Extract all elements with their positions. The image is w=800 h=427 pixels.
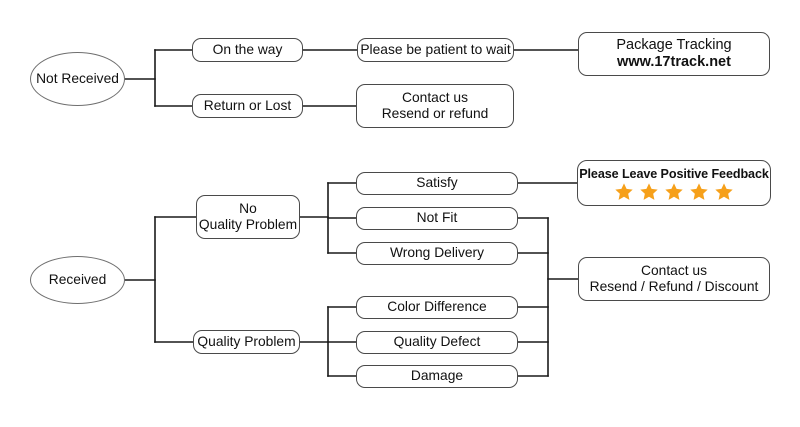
node-package-tracking[interactable]: Package Tracking www.17track.net bbox=[578, 32, 770, 76]
node-on-the-way[interactable]: On the way bbox=[192, 38, 303, 62]
quality-defect-label: Quality Defect bbox=[393, 334, 481, 350]
node-positive-feedback[interactable]: Please Leave Positive Feedback bbox=[577, 160, 771, 206]
node-color-difference[interactable]: Color Difference bbox=[356, 296, 518, 319]
node-no-quality-problem[interactable]: No Quality Problem bbox=[196, 195, 300, 239]
received-label: Received bbox=[48, 271, 107, 287]
node-contact-resend-refund-discount[interactable]: Contact us Resend / Refund / Discount bbox=[578, 257, 770, 301]
node-received: Received bbox=[30, 256, 125, 304]
star-icon[interactable] bbox=[614, 182, 634, 202]
not-received-line-2: Received bbox=[61, 70, 119, 86]
node-damage[interactable]: Damage bbox=[356, 365, 518, 388]
rating-stars[interactable] bbox=[614, 182, 734, 202]
node-wrong-delivery[interactable]: Wrong Delivery bbox=[356, 242, 518, 265]
package-tracking-title: Package Tracking bbox=[616, 36, 732, 53]
node-satisfy[interactable]: Satisfy bbox=[356, 172, 518, 195]
please-be-patient-label: Please be patient to wait bbox=[360, 41, 511, 57]
not-received-line-1: Not bbox=[36, 70, 58, 86]
contact-us-label-top: Contact us bbox=[402, 89, 468, 105]
quality-problem-label: Quality Problem bbox=[197, 333, 296, 349]
on-the-way-label: On the way bbox=[212, 41, 283, 57]
resend-or-refund-label: Resend or refund bbox=[381, 106, 489, 121]
node-not-fit[interactable]: Not Fit bbox=[356, 207, 518, 230]
package-tracking-url[interactable]: www.17track.net bbox=[617, 54, 731, 70]
no-quality-problem-line-2: Quality Problem bbox=[198, 217, 298, 232]
node-return-or-lost[interactable]: Return or Lost bbox=[192, 94, 303, 118]
node-quality-problem[interactable]: Quality Problem bbox=[193, 330, 300, 354]
node-not-received: Not Received bbox=[30, 52, 125, 106]
no-quality-problem-line-1: No bbox=[239, 200, 257, 216]
node-contact-resend-or-refund[interactable]: Contact us Resend or refund bbox=[356, 84, 514, 128]
feedback-title: Please Leave Positive Feedback bbox=[579, 166, 769, 181]
satisfy-label: Satisfy bbox=[416, 175, 458, 191]
wrong-delivery-label: Wrong Delivery bbox=[389, 245, 485, 261]
contact-us-label-bottom: Contact us bbox=[641, 262, 707, 278]
star-icon[interactable] bbox=[714, 182, 734, 202]
star-icon[interactable] bbox=[664, 182, 684, 202]
damage-label: Damage bbox=[410, 368, 464, 384]
node-please-be-patient[interactable]: Please be patient to wait bbox=[357, 38, 514, 62]
star-icon[interactable] bbox=[689, 182, 709, 202]
resend-refund-discount-label: Resend / Refund / Discount bbox=[589, 279, 759, 294]
not-fit-label: Not Fit bbox=[416, 210, 458, 226]
return-or-lost-label: Return or Lost bbox=[203, 97, 292, 113]
star-icon[interactable] bbox=[639, 182, 659, 202]
color-difference-label: Color Difference bbox=[387, 299, 487, 315]
node-quality-defect[interactable]: Quality Defect bbox=[356, 331, 518, 354]
